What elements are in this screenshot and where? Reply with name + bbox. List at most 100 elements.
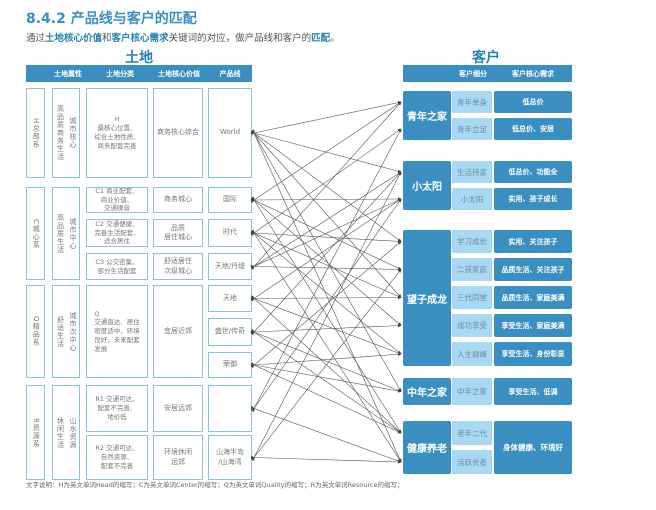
land-heading: 土地 xyxy=(125,50,153,66)
customer-segment: 青年单身 xyxy=(452,91,492,113)
product-line: 天地/丹堤 xyxy=(208,253,252,280)
land-class: C1 商业配套、 商业价值、 交通噪音 xyxy=(86,187,148,213)
customer-segment: 三代同堂 xyxy=(452,286,492,309)
customer-segment: 二孩家庭 xyxy=(452,258,492,281)
match-arrow xyxy=(250,101,402,270)
subtitle-highlight: 匹配 xyxy=(311,33,331,44)
match-arrow xyxy=(250,197,402,202)
land-class: C3 公交密集、 部分生活配套 xyxy=(86,253,148,280)
header-land-value: 土地核心价值 xyxy=(158,70,200,78)
product-line: 荣御 xyxy=(208,352,252,378)
land-core-value: 商务核心综合 xyxy=(153,88,203,178)
customer-group: 健康养老 xyxy=(403,421,451,474)
subtitle-highlight: 土地核心价值 xyxy=(45,33,103,44)
match-arrow xyxy=(250,362,402,393)
land-location-text: 山水资源 xyxy=(68,416,77,449)
customer-group: 小太阳 xyxy=(403,161,451,210)
customer-segment: 成功享受 xyxy=(452,314,492,337)
customer-need: 低总价、安居 xyxy=(494,118,572,140)
customer-segment: 活跃长者 xyxy=(452,450,492,474)
land-location-text: 城市次中心 xyxy=(68,311,77,352)
customer-segment: 生活持家 xyxy=(452,161,492,183)
land-class: C2 交通便捷、 完善生活配套、 适合居住 xyxy=(86,219,148,247)
land-attr-text: 高品质商务生活 xyxy=(56,105,65,161)
customer-header-bar: 客户细分 客户核心需求 xyxy=(403,65,572,82)
match-arrow xyxy=(250,362,402,434)
customer-segment: 学习成长 xyxy=(452,230,492,253)
customer-segment: 中年之家 xyxy=(452,378,492,405)
match-arrow xyxy=(250,198,402,302)
subtitle-text: 通过 xyxy=(26,33,46,44)
land-attr-text: 休闲生活 xyxy=(56,416,65,449)
land-core-value: 商务城心 xyxy=(153,187,203,213)
land-attribute: 城市核心高品质商务生活 xyxy=(52,88,80,178)
match-arrow xyxy=(250,230,402,298)
customer-heading: 客户 xyxy=(472,50,500,66)
match-arrow xyxy=(250,128,402,237)
land-series-name: R资源系 xyxy=(26,385,45,480)
header-core-need: 客户核心需求 xyxy=(512,70,554,78)
product-line: 时代 xyxy=(208,219,252,247)
subtitle-highlight: 客户核心需求 xyxy=(111,33,169,44)
land-series-name: Q精品系 xyxy=(26,285,45,378)
land-attr-text: 舒适生活 xyxy=(56,315,65,348)
header-land-attr: 土地属性 xyxy=(54,70,82,78)
customer-need: 享受生活、低调 xyxy=(494,378,572,405)
land-core-value: 宜居近郊 xyxy=(153,285,203,378)
subtitle-text: 。 xyxy=(330,33,340,44)
match-arrow xyxy=(250,455,402,464)
land-core-value: 环境休闲 远郊 xyxy=(153,435,203,480)
customer-need: 品质生活、家庭美满 xyxy=(494,286,572,309)
customer-group: 青年之家 xyxy=(403,91,451,140)
customer-need: 享受生活、家庭美满 xyxy=(494,314,572,337)
header-land-class: 土地分类 xyxy=(106,70,134,78)
customer-segment: 小太阳 xyxy=(452,188,492,210)
match-arrow xyxy=(250,130,402,173)
land-core-value: 安居远郊 xyxy=(153,385,203,432)
customer-need: 低总价 xyxy=(494,91,572,113)
land-class: R1 交通可达、 配套不完善、 地价低 xyxy=(86,385,148,432)
match-arrow xyxy=(250,198,402,412)
subtitle: 通过土地核心价值和客户核心需求关键词的对应，做产品线和客户的匹配。 xyxy=(26,30,340,44)
match-arrow xyxy=(250,129,402,393)
land-location-text: 城市中心 xyxy=(68,217,77,250)
match-arrow xyxy=(250,229,402,355)
customer-need: 品质生活、关注孩子 xyxy=(494,258,572,281)
product-line: 盛世/传奇 xyxy=(208,318,252,346)
customer-need: 享受生活、身份彰显 xyxy=(494,342,572,366)
customer-need: 低总价、功能全 xyxy=(494,161,572,183)
land-attribute: 城市中心高品质生活 xyxy=(52,187,80,280)
customer-segment: 青年立足 xyxy=(452,118,492,140)
subtitle-text: 和 xyxy=(102,33,112,44)
customer-need: 实用、孩子成长 xyxy=(494,188,572,210)
match-arrow xyxy=(250,100,402,136)
customer-segment: 人生巅峰 xyxy=(452,342,492,366)
customer-group: 中年之家 xyxy=(403,378,451,405)
footnote: 文字说明：H为英文单词Head的缩写；C为英文单词Center的缩写；Q为英文单… xyxy=(26,481,404,489)
land-series-name: H总部系 xyxy=(26,88,45,178)
page-title: 8.4.2 产品线与客户的匹配 xyxy=(26,11,197,27)
land-core-value: 品质 居住城心 xyxy=(153,219,203,247)
customer-group: 望子成龙 xyxy=(403,230,451,366)
header-product-line: 产品线 xyxy=(219,70,241,78)
customer-need: 实用、关注孩子 xyxy=(494,230,572,253)
match-arrow xyxy=(250,129,402,242)
customer-segment: 老年二代 xyxy=(452,421,492,445)
match-arrow xyxy=(250,295,402,434)
match-arrow xyxy=(250,231,402,244)
match-arrow xyxy=(250,269,402,461)
land-header-bar: 土地属性 土地分类 土地核心价值 产品线 xyxy=(26,65,252,82)
subtitle-text: 关键词的对应，做产品线和客户的 xyxy=(168,33,312,44)
match-arrow xyxy=(250,101,402,204)
land-attr-text: 高品质生活 xyxy=(56,213,65,254)
header-segment: 客户细分 xyxy=(459,70,487,78)
customer-need: 身体健康、环境好 xyxy=(494,421,572,474)
land-attribute: 城市次中心舒适生活 xyxy=(52,285,80,378)
land-attribute: 山水资源休闲生活 xyxy=(52,385,80,480)
match-arrow xyxy=(250,405,402,463)
land-class: H 最核心位置、 综合土地性质、 商务配套完善 xyxy=(86,88,148,178)
match-arrow xyxy=(250,198,402,270)
land-location-text: 城市核心 xyxy=(68,117,77,149)
